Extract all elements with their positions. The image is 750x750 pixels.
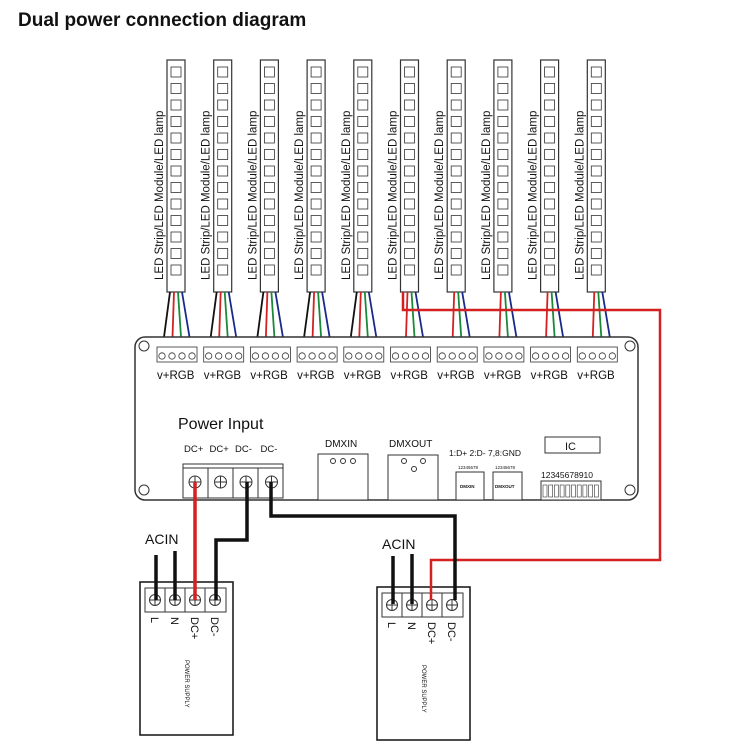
ic-label: IC — [565, 441, 576, 453]
led-strip: LED Strip/LED Module/LED lamp — [434, 59, 474, 353]
led-strip: LED Strip/LED Module/LED lamp — [247, 59, 287, 353]
strip-label: LED Strip/LED Module/LED lamp — [294, 111, 306, 280]
output-terminal: v+RGB — [156, 346, 198, 382]
output-label: v+RGB — [391, 370, 429, 382]
strip-label: LED Strip/LED Module/LED lamp — [481, 111, 493, 280]
output-terminal: v+RGB — [530, 346, 571, 382]
power-supplies: ACIN L N DC+ DC- POWER SUPPLY ACIN L N DC+ DC- POWE… — [139, 531, 471, 741]
led-strip: LED Strip/LED Module/LED lamp — [201, 59, 240, 353]
power-terminal-label: DC- — [261, 444, 278, 455]
output-label: v+RGB — [344, 370, 382, 382]
led-strips: LED Strip/LED Module/LED lamp LED Strip/L… — [154, 59, 614, 353]
output-terminal: v+RGB — [343, 346, 385, 382]
acin-label: ACIN — [145, 531, 178, 547]
psu-terminal-label: DC+ — [425, 622, 437, 644]
output-label: v+RGB — [484, 370, 522, 382]
led-strip: LED Strip/LED Module/LED lamp — [528, 59, 567, 353]
psu-body-label: POWER SUPPLY — [420, 665, 426, 713]
acin-label: ACIN — [382, 536, 415, 552]
strip-label: LED Strip/LED Module/LED lamp — [247, 111, 259, 280]
output-label: v+RGB — [437, 370, 475, 382]
output-label: v+RGB — [250, 370, 288, 382]
strip-label: LED Strip/LED Module/LED lamp — [201, 111, 213, 280]
psu-terminal-label: L — [148, 617, 160, 623]
strip-label: LED Strip/LED Module/LED lamp — [388, 111, 400, 280]
output-label: v+RGB — [297, 370, 335, 382]
led-strip: LED Strip/LED Module/LED lamp — [294, 59, 333, 353]
strip-label: LED Strip/LED Module/LED lamp — [574, 111, 586, 280]
output-terminal: v+RGB — [203, 346, 245, 382]
output-terminal: v+RGB — [436, 346, 478, 382]
output-terminal: v+RGB — [390, 346, 431, 382]
output-terminal: v+RGB — [296, 346, 338, 382]
small-pin-label-1: 12345678 — [458, 465, 479, 470]
strip-label: LED Strip/LED Module/LED lamp — [528, 111, 540, 280]
led-strip: LED Strip/LED Module/LED lamp — [341, 59, 380, 353]
output-label: v+RGB — [531, 370, 569, 382]
strip-label: LED Strip/LED Module/LED lamp — [341, 111, 353, 280]
psu-terminal-label: N — [405, 622, 417, 630]
controller: v+RGB v+RGB v+RGB v+RGB v+RGB v+RGB v+RGB v+RGB… — [134, 336, 639, 501]
psu-terminal-label: DC- — [208, 617, 220, 637]
led-strip: LED Strip/LED Module/LED lamp — [481, 59, 520, 353]
pinout-note: 1:D+ 2:D- 7,8:GND — [449, 448, 521, 458]
small-dmx-out: DMXOUT — [495, 484, 515, 489]
dmx-in-label: DMXIN — [325, 439, 357, 450]
dmx-in-port — [317, 453, 369, 501]
led-strip: LED Strip/LED Module/LED lamp — [574, 59, 614, 353]
output-label: v+RGB — [577, 370, 615, 382]
psu-body-label: POWER SUPPLY — [183, 660, 189, 708]
strip-label: LED Strip/LED Module/LED lamp — [434, 111, 446, 280]
led-strip: LED Strip/LED Module/LED lamp — [388, 59, 427, 353]
power-terminal-label: DC- — [235, 444, 252, 455]
psu-terminal-label: L — [385, 622, 397, 628]
power-terminal-label: DC+ — [184, 444, 204, 455]
output-label: v+RGB — [204, 370, 242, 382]
dip-label: 12345678910 — [541, 470, 593, 480]
psu-terminal-label: N — [168, 617, 180, 625]
power-terminal-labels: DC+ DC+ DC- DC- — [184, 444, 277, 455]
output-terminals: v+RGB v+RGB v+RGB v+RGB v+RGB v+RGB v+RGB v+RGB… — [156, 346, 618, 382]
dmx-out-label: DMXOUT — [389, 439, 432, 450]
psu-terminal-label: DC+ — [188, 617, 200, 639]
small-dmx-in: DMXIN — [460, 484, 475, 489]
output-terminal: v+RGB — [483, 346, 525, 382]
dmx-out-port — [387, 454, 439, 501]
psu-terminal-label: DC- — [445, 622, 457, 642]
small-pin-label-2: 12345678 — [495, 465, 516, 470]
power-wires — [154, 292, 662, 604]
power-terminal-label: DC+ — [210, 444, 230, 455]
power-input-label: Power Input — [178, 416, 264, 433]
diagram-title: Dual power connection diagram — [18, 10, 307, 31]
strip-label: LED Strip/LED Module/LED lamp — [154, 111, 166, 280]
output-terminal: v+RGB — [249, 346, 291, 382]
output-label: v+RGB — [157, 370, 195, 382]
power-supply: ACIN L N DC+ DC- POWER SUPPLY — [139, 531, 234, 736]
led-strip: LED Strip/LED Module/LED lamp — [154, 59, 193, 353]
power-supply: ACIN L N DC+ DC- POWER SUPPLY — [376, 536, 471, 741]
output-terminal: v+RGB — [576, 346, 618, 382]
